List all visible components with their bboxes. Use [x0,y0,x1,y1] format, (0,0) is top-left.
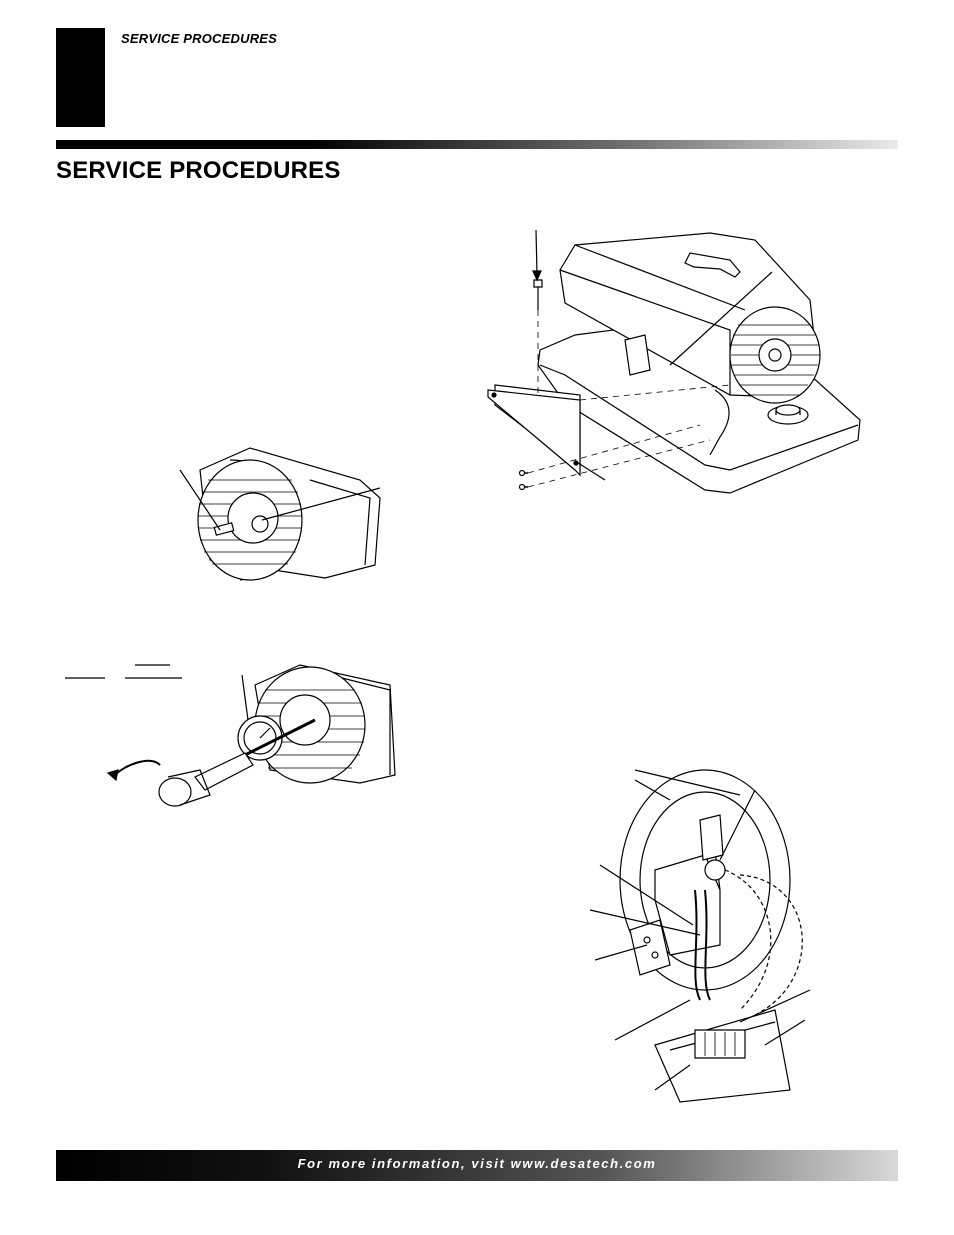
black-tab [56,28,105,127]
footer-website-text: For more information, visit www.desatech… [297,1156,657,1171]
page-title: SERVICE PROCEDURES [56,157,341,184]
heater-exploded-view [480,225,865,500]
ignition-wiring [575,760,840,1105]
running-head: SERVICE PROCEDURES [121,31,278,46]
top-rule [56,140,898,149]
burner-front-view [170,440,385,585]
footer-bar: For more information, visit www.desatech… [56,1150,898,1181]
pressure-adjustment [60,625,400,815]
